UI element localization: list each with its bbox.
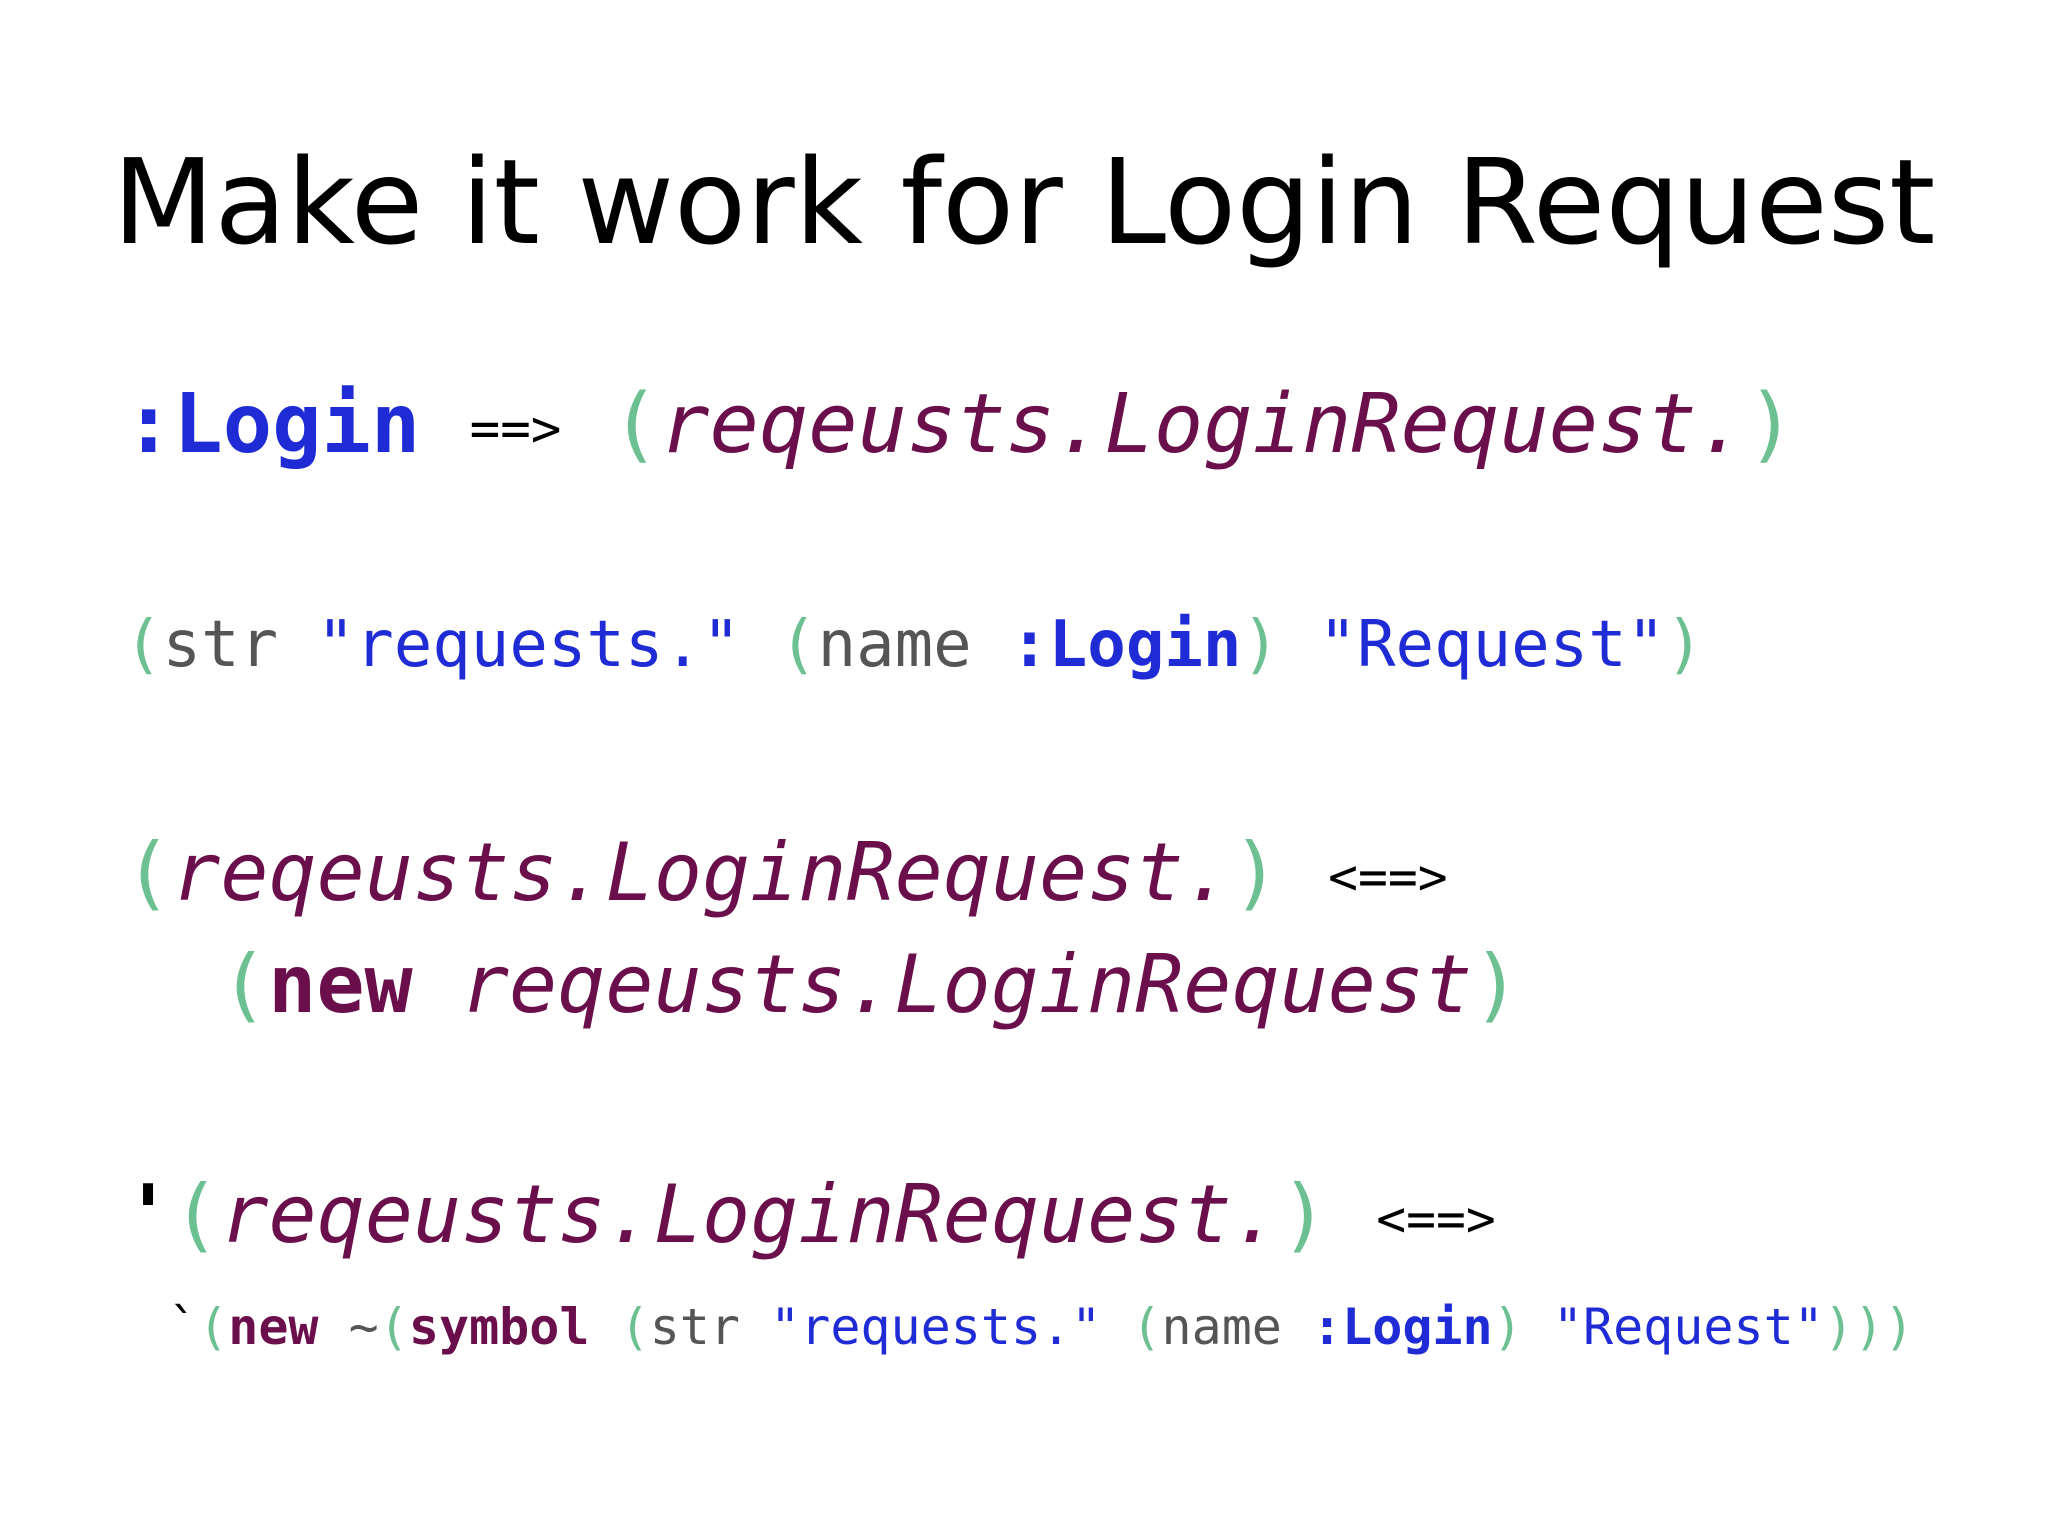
code-token-paren: ) bbox=[1492, 1298, 1523, 1356]
code-token-keyword: :Login bbox=[1010, 608, 1242, 682]
code-line-constructor: (reqeusts.LoginRequest.) <==> bbox=[124, 818, 1448, 932]
code-token-plain bbox=[413, 938, 461, 1031]
code-token-paren: ) bbox=[1746, 377, 1796, 472]
code-token-paren: ( bbox=[610, 377, 661, 472]
code-token-plain: ==> bbox=[469, 398, 562, 458]
code-token-string: "Request" bbox=[1552, 1298, 1824, 1356]
code-token-plain bbox=[589, 1298, 619, 1356]
code-token-plain bbox=[1523, 1298, 1553, 1356]
code-token-fn: name bbox=[817, 608, 972, 682]
code-token-paren: ( bbox=[779, 608, 818, 682]
code-token-class: new bbox=[228, 1298, 319, 1356]
code-token-plain bbox=[319, 1298, 349, 1356]
code-token-class: reqeusts.LoginRequest. bbox=[220, 1168, 1280, 1261]
code-token-plain: ` bbox=[168, 1298, 199, 1356]
code-token-paren: ) bbox=[1241, 608, 1280, 682]
code-token-paren: ( bbox=[172, 1168, 221, 1261]
code-line-str: (str "requests." (name :Login) "Request"… bbox=[124, 600, 1704, 690]
code-token-plain: <==> bbox=[1376, 1190, 1496, 1249]
code-token-plain bbox=[741, 608, 780, 682]
code-token-plain bbox=[1280, 826, 1328, 919]
code-token-fn: str bbox=[162, 608, 279, 682]
code-token-paren: ))) bbox=[1823, 1298, 1915, 1356]
code-token-class: reqeusts.LoginRequest. bbox=[660, 377, 1747, 472]
code-token-plain bbox=[740, 1298, 770, 1356]
code-token-fn: str bbox=[649, 1298, 741, 1356]
code-line-quoted: '(reqeusts.LoginRequest.) <==> bbox=[124, 1160, 1496, 1274]
code-token-paren: ) bbox=[1231, 826, 1280, 919]
code-token-plain bbox=[1328, 1168, 1376, 1261]
code-token-paren: ) bbox=[1665, 608, 1704, 682]
code-token-paren: ) bbox=[1472, 938, 1521, 1031]
code-token-plain bbox=[1282, 1298, 1312, 1356]
code-token-keyword: :Login bbox=[1312, 1298, 1493, 1356]
code-token-plain bbox=[278, 608, 317, 682]
code-line-syntax-quote: `(new ~(symbol (str "requests." (name :L… bbox=[168, 1292, 1914, 1362]
code-token-class: reqeusts.LoginRequest. bbox=[172, 826, 1232, 919]
code-token-string: "requests." bbox=[316, 608, 741, 682]
code-token-paren: ) bbox=[1279, 1168, 1329, 1261]
code-token-paren: ( bbox=[124, 826, 173, 919]
code-line-new: (new reqeusts.LoginRequest) bbox=[220, 930, 1520, 1040]
code-token-paren: ( bbox=[619, 1298, 650, 1356]
code-token-paren: ( bbox=[1131, 1298, 1162, 1356]
code-token-class: symbol bbox=[408, 1298, 590, 1356]
code-token-string: "Request" bbox=[1318, 608, 1666, 682]
code-token-plain bbox=[561, 377, 610, 472]
code-token-plain: <==> bbox=[1328, 848, 1448, 907]
code-token-plain bbox=[420, 377, 469, 472]
code-token-paren: ( bbox=[378, 1298, 409, 1356]
code-token-class: new bbox=[268, 938, 413, 1031]
code-token-plain bbox=[972, 608, 1011, 682]
slide-title: Make it work for Login Request bbox=[112, 133, 1936, 271]
code-token-class: reqeusts.LoginRequest bbox=[460, 938, 1473, 1031]
code-token-paren: ( bbox=[198, 1298, 229, 1356]
code-token-paren: ( bbox=[124, 608, 163, 682]
code-token-plain bbox=[1280, 608, 1319, 682]
code-token-fn: ~ bbox=[348, 1298, 379, 1356]
code-token-plain bbox=[1101, 1298, 1131, 1356]
code-token-plain: ' bbox=[124, 1168, 173, 1261]
code-token-paren: ( bbox=[220, 938, 269, 1031]
code-token-keyword: :Login bbox=[124, 377, 421, 472]
code-token-fn: name bbox=[1161, 1298, 1282, 1356]
code-token-string: "requests." bbox=[770, 1298, 1102, 1356]
code-line-mapping: :Login ==> (reqeusts.LoginRequest.) bbox=[124, 370, 1796, 484]
